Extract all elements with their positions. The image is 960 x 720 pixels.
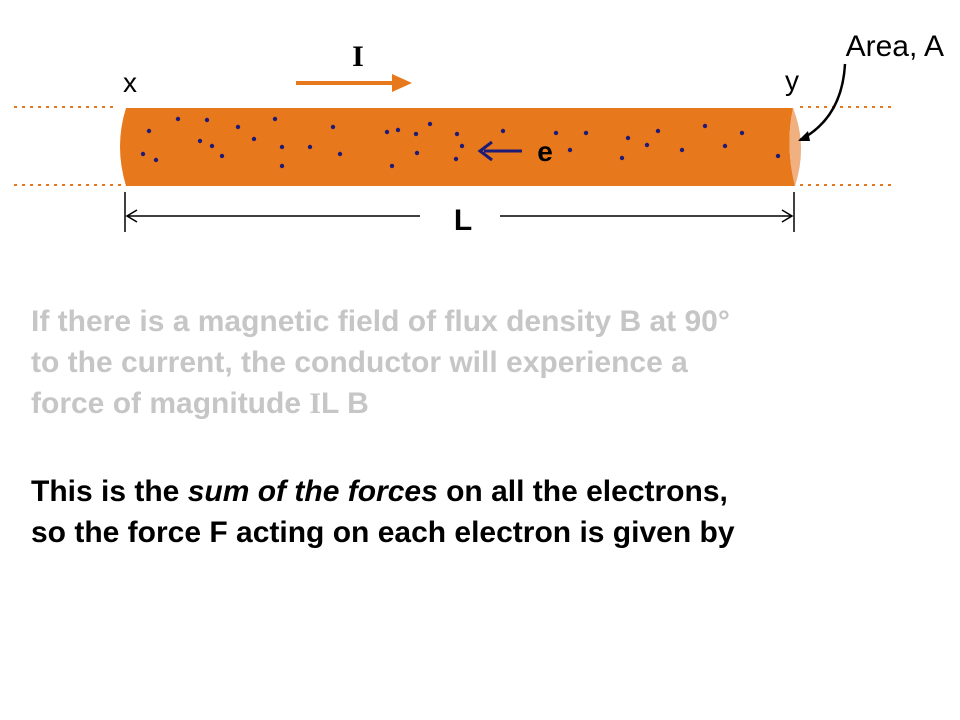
electron-dot [619,155,625,161]
electron-force-paragraph: This is the sum of the forces on all the… [31,471,735,553]
electron-dot [175,116,181,122]
electron-dot [330,124,336,130]
electron-dot [235,124,241,130]
paragraph2-line1-prefix: This is the [31,475,188,508]
electron-dot [655,128,661,134]
paragraph1-line1: If there is a magnetic field of flux den… [31,305,730,338]
electron-dot [279,144,285,150]
electron-dot [567,147,573,153]
electron-dots [140,116,781,169]
electron-dot [337,151,343,157]
paragraph2-emphasis: sum of the forces [187,475,438,508]
electron-dot [453,156,459,162]
magnetic-force-paragraph: If there is a magnetic field of flux den… [31,301,730,424]
paragraph2-line1: This is the sum of the forces on all the… [31,471,735,512]
electron-dot [679,147,685,153]
length-arrowhead-right-icon [781,209,794,223]
electron-dot [625,135,631,141]
electron-arrow [477,140,522,162]
electron-dot [153,157,159,163]
area-arrowhead-icon [798,131,810,141]
end-x-label: x [123,67,137,98]
paragraph1-line3-text: force of magnitude [31,387,310,420]
electron-dot [384,129,390,135]
formula-current-symbol: I [309,387,322,420]
electron-dot [583,130,589,136]
conductor-diagram: I x y Area, A e L [14,30,944,237]
electron-dot [553,130,559,136]
electron-dot [459,143,465,149]
paragraph1-line2: to the current, the conductor will exper… [31,346,688,379]
current-label: I [352,40,364,73]
paragraph1-line3: force of magnitude IL B [31,383,730,424]
electron-dot [209,143,215,149]
electron-dot [279,163,285,169]
length-label: L [454,204,472,237]
paragraph2-line2: so the force F acting on each electron i… [31,516,735,549]
electron-dot [775,153,781,159]
conductor-body [120,108,795,186]
area-pointer-arrow [799,63,847,142]
electron-dot [722,143,728,149]
electron-label: e [537,136,553,167]
electron-dot [395,127,401,133]
area-label: Area, A [846,30,944,63]
electron-dot [307,144,313,150]
electron-dot [739,130,745,136]
length-arrowhead-left-icon [125,209,138,223]
electron-dot [454,131,460,137]
electron-dot [414,150,420,156]
cross-section-area [789,108,802,186]
formula-rest: L B [321,387,369,420]
electron-dot [389,163,395,169]
paragraph2-line1-suffix: on all the electrons, [437,475,728,508]
electron-dot [251,136,257,142]
electron-dot [140,151,146,157]
end-y-label: y [785,65,799,96]
electron-dot [204,117,210,123]
electron-dot [197,138,203,144]
electron-dot [427,121,433,127]
electron-dot [413,131,419,137]
electron-dot [272,116,278,122]
electron-dot [146,128,152,134]
electron-dot [500,128,506,134]
current-arrow [296,74,412,92]
electron-dot [219,153,225,159]
electron-dot [644,142,650,148]
electron-dot [702,123,708,129]
